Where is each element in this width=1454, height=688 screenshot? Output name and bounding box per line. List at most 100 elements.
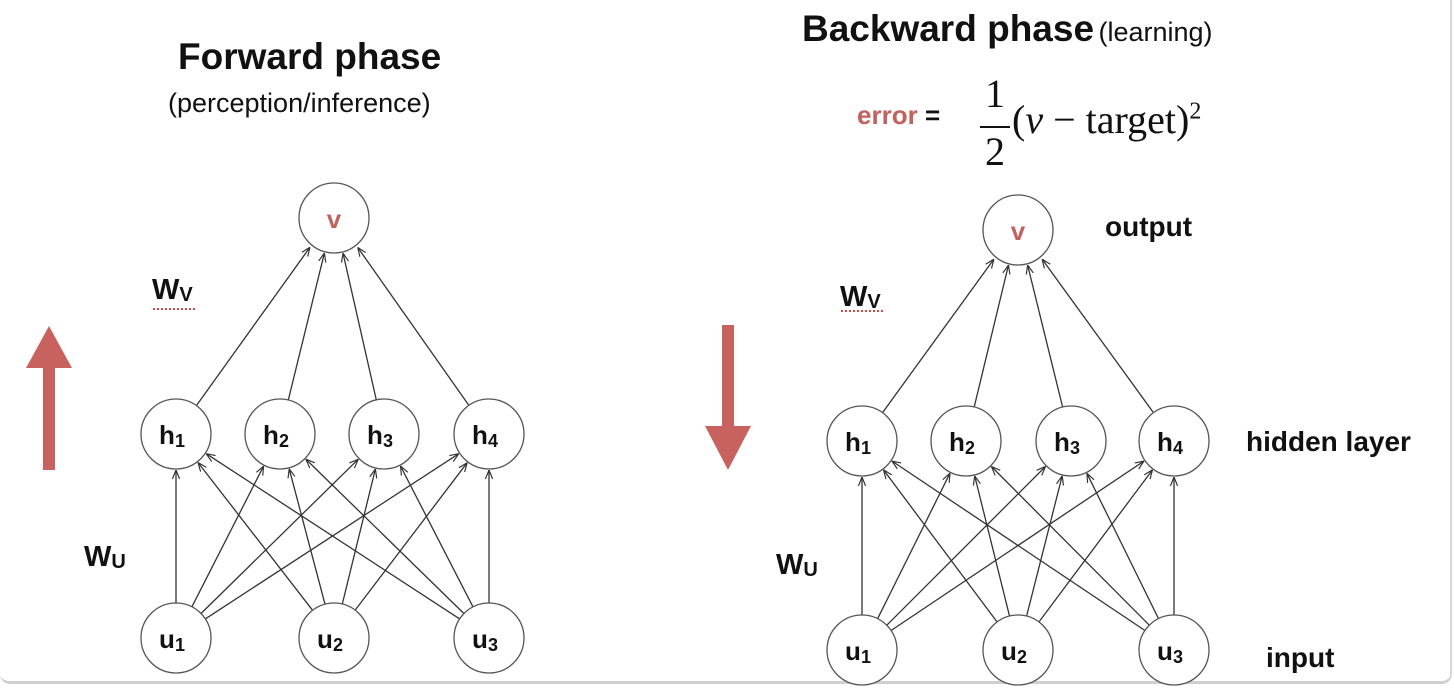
forward-subtitle: (perception/inference)	[168, 88, 431, 118]
backward-node-h2-main: h	[949, 427, 965, 457]
backward-node-v-main: v	[1011, 216, 1026, 246]
forward-edge-u3-h1	[206, 454, 461, 620]
backward-title-paren: (learning)	[1098, 17, 1213, 47]
forward-node-h1-main: h	[159, 420, 175, 450]
backward-edge-u1-h3	[886, 467, 1046, 626]
backward-node-h3-main: h	[1054, 427, 1070, 457]
backward-node-u2-circle	[982, 614, 1054, 686]
backward-node-u1-sub: 1	[861, 647, 871, 667]
forward-node-h2-label: h2	[263, 420, 289, 451]
forward-up-arrow	[26, 326, 72, 470]
backward-node-h2-label: h2	[949, 427, 975, 458]
fraction-denominator: 2	[985, 129, 1005, 174]
forward-arrow-head	[26, 326, 72, 368]
backward-edge-u2-h3	[1025, 476, 1063, 617]
forward-node-h3-label: h3	[367, 420, 393, 451]
expr-exponent: 2	[1189, 98, 1202, 125]
forward-wv-label: WV	[152, 274, 197, 310]
forward-node-h2-sub: 2	[279, 431, 289, 451]
backward-down-arrow	[705, 325, 751, 470]
equals-sign: =	[924, 100, 941, 130]
error-expression: (v − target)2	[1012, 96, 1201, 143]
backward-title-main: Backward phase	[802, 8, 1095, 49]
backward-node-h4: h4	[1138, 405, 1210, 477]
backward-node-u1-circle	[826, 614, 898, 686]
backward-node-u2-label: u2	[1001, 636, 1027, 667]
backward-node-h1-label: h1	[845, 427, 871, 458]
forward-edge-h2-v	[287, 253, 324, 401]
expr-var: v	[1025, 97, 1044, 142]
backward-node-h1-main: h	[845, 427, 861, 457]
forward-edge-u2-h2	[289, 469, 326, 605]
forward-node-u1-label: u1	[159, 624, 185, 655]
svg-text:WU: WU	[776, 549, 818, 581]
backward-node-h2: h2	[930, 405, 1002, 477]
backward-node-v-label: v	[1011, 216, 1026, 246]
forward-node-u3: u3	[453, 602, 525, 674]
backward-edge-u2-h2	[975, 476, 1011, 617]
forward-wv-main: W	[152, 274, 180, 306]
backward-edge-u3-h2	[991, 467, 1150, 626]
backward-node-h3-label: h3	[1054, 427, 1080, 458]
forward-wv-sub: V	[179, 284, 193, 306]
expr-open: (	[1012, 97, 1026, 142]
forward-wu-label: WU	[84, 541, 126, 573]
backward-node-h4-circle	[1138, 405, 1210, 477]
forward-node-u2-sub: 2	[333, 635, 343, 655]
forward-title: Forward phase	[178, 36, 442, 77]
forward-node-u3-main: u	[472, 624, 488, 654]
backward-node-u3-main: u	[1157, 636, 1173, 666]
svg-text:WV: WV	[840, 281, 881, 313]
forward-edge-u2-h4	[354, 463, 467, 611]
backward-edge-h1-v	[881, 259, 994, 414]
backward-title: Backward phase (learning)	[802, 8, 1213, 50]
forward-edge-u1-h2	[191, 466, 264, 608]
forward-node-u3-label: u3	[472, 624, 498, 655]
backward-node-u3-sub: 3	[1173, 647, 1183, 667]
backward-node-u2: u2	[982, 614, 1054, 686]
forward-node-h4-circle	[453, 398, 525, 470]
forward-node-h4-main: h	[472, 420, 488, 450]
hidden-layer-label: hidden layer	[1246, 426, 1411, 457]
forward-node-u1-main: u	[159, 624, 175, 654]
forward-edge-h1-v	[195, 247, 310, 406]
forward-node-v-main: v	[327, 204, 342, 234]
backward-node-v: v	[982, 194, 1054, 266]
forward-node-h2: h2	[244, 398, 316, 470]
expr-rest: − target)	[1043, 97, 1190, 142]
backward-node-v-circle	[982, 194, 1054, 266]
backward-arrow-head	[705, 426, 751, 470]
forward-node-h1-circle	[140, 398, 212, 470]
svg-text:WU: WU	[84, 541, 126, 573]
backward-node-h2-circle	[930, 405, 1002, 477]
backward-wv-label: WV	[840, 281, 883, 313]
fraction-numerator: 1	[985, 71, 1005, 116]
fraction-bar	[980, 126, 1010, 128]
backward-edges	[862, 259, 1174, 632]
forward-node-v-label: v	[327, 204, 342, 234]
forward-edge-u1-h3	[200, 459, 358, 614]
svg-text:WV: WV	[152, 274, 193, 306]
forward-arrow-shaft	[43, 362, 55, 470]
forward-node-h3-main: h	[367, 420, 383, 450]
forward-wu-sub: U	[111, 551, 125, 573]
forward-node-u1-circle	[140, 602, 212, 674]
forward-node-u2-circle	[298, 602, 370, 674]
backward-node-h1-circle	[826, 405, 898, 477]
forward-node-u1-sub: 1	[175, 635, 185, 655]
forward-node-v: v	[298, 182, 370, 254]
forward-node-h2-circle	[244, 398, 316, 470]
backward-node-u1-label: u1	[845, 636, 871, 667]
forward-node-h4-sub: 4	[488, 431, 498, 451]
backward-edge-h2-v	[973, 265, 1008, 408]
forward-node-u2-main: u	[317, 624, 333, 654]
backward-edge-h4-v	[1042, 259, 1155, 414]
forward-node-h1: h1	[140, 398, 212, 470]
backward-node-h1-sub: 1	[861, 438, 871, 458]
backward-node-h2-sub: 2	[965, 438, 975, 458]
backward-wv-sub: V	[867, 291, 881, 313]
forward-node-v-circle	[298, 182, 370, 254]
forward-node-u1: u1	[140, 602, 212, 674]
